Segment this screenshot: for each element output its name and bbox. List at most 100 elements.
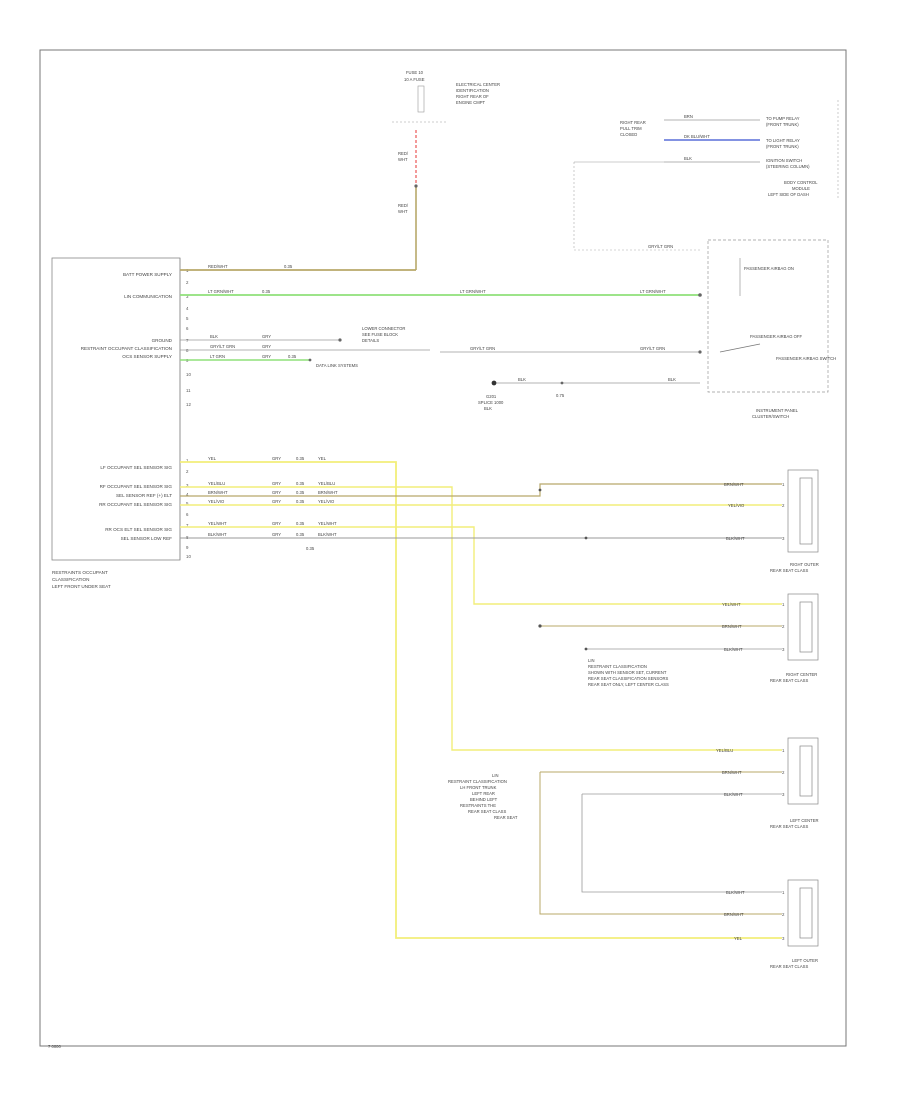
pin: 2 [782,503,785,508]
note-line: BEHIND LEFT [470,797,498,802]
note-line: RESTRAINT CLASSIFICATION [448,779,507,784]
note-line: REAR SEAT [494,815,518,820]
wire-label: GRY [262,334,271,339]
pin: 12 [186,402,191,407]
wire-label: BRN/WHT [722,624,742,629]
pin: 1 [782,748,785,753]
pin: 2 [782,624,785,629]
label: PULL TRIM [620,126,642,131]
label-rf-sel: RF OCCUPANT SEL SENSOR SIG [100,484,173,489]
wire-label: BLK/WHT [726,890,745,895]
occupant-classification-module [51,257,181,561]
label-lf-sel: LF OCCUPANT SEL SENSOR SIG [100,465,172,470]
label-roc: RESTRAINT OCCUPANT CLASSIFICATION [81,346,172,351]
note-line: G201 [486,394,497,399]
wire-label: YEL/WHT [318,521,337,526]
module-pins-top: 1 2 3 4 5 6 7 8 9 10 11 12 [186,268,191,407]
fuse-wire-label: WHT [398,157,408,162]
note-line: BLK [484,406,492,411]
pin: 10 [186,372,191,377]
footer-code: 7 0000 [48,1044,61,1049]
wire-label: BLK [684,156,692,161]
pin: 2 [782,912,785,917]
label: (FRONT TRUNK) [766,122,799,127]
label: TO PUMP RELAY [766,116,800,121]
note-line: SHOWN WITH SENSOR SET, CURRENT [588,670,667,675]
label: RIGHT REAR [620,120,646,125]
note-right-center: LIN RESTRAINT CLASSIFICATION SHOWN WITH … [588,658,669,687]
fuse-label: FUSE 10 [406,70,424,75]
pin: 7 [186,338,189,343]
pin: 2 [186,469,189,474]
wire-label: GRY/LT GRN [210,344,235,349]
fuse-block: FUSE 10 10 A FUSE ELECTRICAL CENTER IDEN… [392,70,500,214]
pin: 8 [186,348,189,353]
wire-label: YEL/VIO [728,503,745,508]
wire-label: GRY [272,456,281,461]
note-left-center: LIN RESTRAINT CLASSIFICATION LH FRONT TR… [448,773,518,820]
pin: 6 [186,512,189,517]
pin: 5 [186,316,189,321]
blk-wht-branch [581,794,782,893]
pin: 7 [186,523,189,528]
pin: 3 [782,936,785,941]
wire-label: YEL/BLU [716,748,733,753]
wire-label: BRN/WHT [724,912,744,917]
pin: 1 [782,482,785,487]
wire-label: LT GRN/WHT [460,289,486,294]
module-caption-line: CLASSIFICATION [52,577,89,582]
pin: 5 [186,501,189,506]
sensor-caption: REAR SEAT CLASS [770,568,808,573]
note-line: RESTRAINTS THE [460,803,496,808]
wire-label: YEL/WHT [722,602,741,607]
yel-blu-wire [180,486,782,751]
grounding-label: G201 SPLICE 1000 BLK [478,394,504,411]
wire-label: 0.35 [296,499,305,504]
note-line: RESTRAINT CLASSIFICATION [588,664,647,669]
top-right-group: BRN DK BLU/WHT BLK TO PUMP RELAY (FRONT … [574,100,839,200]
pin: 1 [782,890,785,895]
module-caption-line: LEFT FRONT UNDER SEAT [52,584,111,589]
pin: 2 [186,280,189,285]
module-caption-line: RESTRAINTS OCCUPANT [52,570,108,575]
yel-wire [180,461,782,939]
wire-label: BLK/WHT [208,532,227,537]
wire-label: GRY [272,532,281,537]
label-lin-comm: LIN COMMUNICATION [124,294,172,299]
wire-label: YEL/BLU [318,481,335,486]
note-line: DETAILS [362,338,379,343]
pin: 4 [186,492,189,497]
wire-label: BLK/WHT [724,792,743,797]
wire-label: BLK/WHT [724,647,743,652]
wire-label: BRN [684,114,693,119]
ground-icon [491,380,497,386]
note-line: REAR SEAT ONLY, LEFT CENTER CLASS [588,682,669,687]
fuse-wire-label: RED/ [398,203,409,208]
wire-label: GRY [262,344,271,349]
fuse-side-label: ELECTRICAL CENTER [456,82,500,87]
wire-label: DK BLU/WHT [684,134,710,139]
wire-label: YEL/WHT [208,521,227,526]
brn-wht-branch [539,772,782,915]
wire-label: GRY [272,521,281,526]
wire-label: YEL/BLU [208,481,225,486]
note-line: LIN [588,658,595,663]
label-rr-sel: RR OCCUPANT SEL SENSOR SIG [99,502,172,507]
note-line: LOWER CONNECTOR [362,326,405,331]
data-link-label: DATA LINK SYSTEMS [316,363,358,368]
fuse-wire-label: WHT [398,209,408,214]
wire-label: 0.35 [296,490,305,495]
pin: 3 [186,483,189,488]
label-sel-low-ref: SEL SENSOR LOW REF [121,536,173,541]
fuse-side-label: IDENTIFICATION [456,88,489,93]
wire-label: RED/WHT [208,264,228,269]
panel-item: PASSENGER AIRBAG SWITCH [776,356,836,361]
caption: BODY CONTROL [784,180,818,185]
sensor-caption: LEFT OUTER [792,958,818,963]
sensor-caption: RIGHT CENTER [786,672,817,677]
wire-label: GRY [262,354,271,359]
sensor-left-center: YEL/BLU BRN/WHT BLK/WHT 1 2 3 LEFT CENTE… [716,737,819,829]
wire-label: BLK [210,334,218,339]
wire-label: LT GRN [210,354,225,359]
